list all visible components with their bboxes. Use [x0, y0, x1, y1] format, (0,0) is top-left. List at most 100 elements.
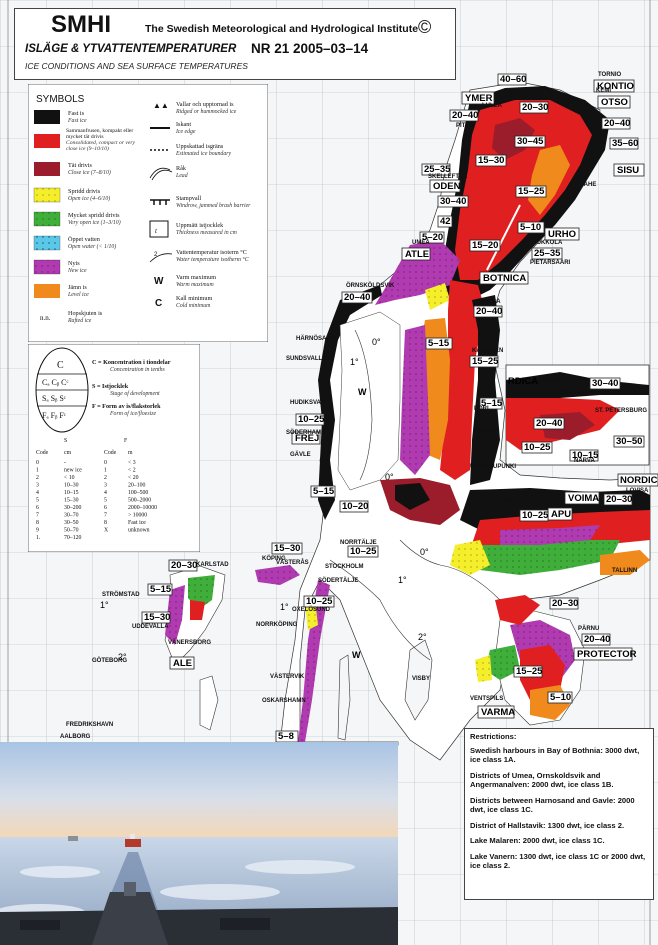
svg-text:URHO: URHO — [548, 229, 576, 240]
code-table-cell: < 2 — [128, 468, 136, 474]
egg-code-oval: C Cₐ Cᵦ Cᶜ Sₐ Sᵦ Sᶜ Fₐ Fᵦ Fᶜ — [35, 347, 89, 433]
svg-text:20–40: 20–40 — [584, 634, 610, 645]
svg-text:HÄRNÖSAND: HÄRNÖSAND — [296, 335, 336, 342]
svg-text:S: S — [64, 438, 67, 444]
code-table-cell: 10–15 — [64, 490, 79, 496]
svg-text:30–40: 30–40 — [592, 378, 618, 389]
code-table-cell: 1 — [104, 468, 107, 474]
svg-text:5–20: 5–20 — [422, 232, 443, 243]
institute-name: The Swedish Meteorological and Hydrologi… — [145, 23, 419, 35]
svg-text:20–40: 20–40 — [344, 292, 370, 303]
code-table-cell: 7 — [104, 513, 107, 519]
svg-text:SISU: SISU — [617, 165, 639, 176]
svg-text:NORRTÄLJE: NORRTÄLJE — [340, 539, 377, 546]
svg-text:Estimated ice boundary: Estimated ice boundary — [175, 151, 231, 157]
green-ice-gulf-finland — [470, 540, 620, 575]
code-table-cell: 1. — [36, 535, 41, 541]
svg-text:ÖRNSKÖLDSVIK: ÖRNSKÖLDSVIK — [346, 282, 395, 289]
svg-text:2: 2 — [154, 252, 158, 258]
svg-text:W: W — [358, 387, 367, 397]
svg-text:15–20: 15–20 — [472, 240, 498, 251]
code-table-cell: 15–30 — [64, 498, 79, 504]
svg-text:Fast ice: Fast ice — [67, 118, 87, 124]
restriction-item: Swedish harbours in Bay of Bothnia: 3000… — [470, 745, 640, 765]
code-table-cell: 9 — [36, 528, 39, 534]
code-table-cell: 1 — [36, 468, 39, 474]
brand-logo-text: SMHI — [51, 11, 111, 38]
code-table-cell: unknown — [128, 528, 150, 534]
svg-text:ODEN: ODEN — [433, 181, 461, 192]
photo-sky — [0, 742, 398, 837]
svg-text:25–35: 25–35 — [534, 248, 561, 259]
svg-text:GÖTEBORG: GÖTEBORG — [92, 657, 127, 664]
svg-text:Öppet vatten: Öppet vatten — [68, 236, 100, 243]
svg-text:20–40: 20–40 — [452, 110, 478, 121]
svg-text:FREDRIKSHAVN: FREDRIKSHAVN — [66, 722, 113, 728]
code-table-cell: < 3 — [128, 460, 136, 466]
svg-text:F = Form av is/flakstorlek: F = Form av is/flakstorlek — [92, 403, 161, 410]
lead-line — [486, 204, 521, 271]
close-ice-bothnia — [492, 118, 535, 160]
code-table-cell: < 10 — [64, 475, 75, 481]
svg-text:20–40: 20–40 — [604, 118, 630, 129]
svg-text:Concentration in tenths: Concentration in tenths — [110, 367, 165, 373]
code-table-cell: 30–70 — [64, 513, 79, 519]
svg-text:Ridged or hummocked ice: Ridged or hummocked ice — [175, 109, 237, 115]
code-table-cell: 10–30 — [64, 483, 79, 489]
svg-text:42: 42 — [440, 216, 451, 227]
svg-text:Form of ice/floesize: Form of ice/floesize — [109, 410, 156, 417]
svg-text:APU: APU — [551, 509, 571, 520]
svg-text:STOCKHOLM: STOCKHOLM — [325, 564, 364, 570]
svg-text:Ice edge: Ice edge — [175, 129, 196, 135]
code-table-cell: 6 — [104, 505, 107, 511]
ridged-ice-icon: ▲▲ — [153, 101, 169, 110]
svg-text:5–10: 5–10 — [550, 692, 571, 703]
svg-text:VÄNERSBORG: VÄNERSBORG — [168, 639, 211, 646]
svg-text:BOTNICA: BOTNICA — [483, 273, 526, 284]
svg-text:OTSO: OTSO — [601, 97, 628, 108]
station-labels: YMER KONTIO OTSO SISU ODEN URHO ATLE BOT… — [169, 79, 658, 719]
code-table-cell: 30–200 — [64, 505, 81, 511]
svg-text:LULEÅ: LULEÅ — [482, 102, 503, 109]
svg-text:m: m — [128, 450, 133, 456]
svg-text:5–15: 5–15 — [481, 398, 503, 409]
svg-text:Open ice (4–6/10): Open ice (4–6/10) — [68, 195, 110, 202]
svg-text:Nyis: Nyis — [68, 260, 80, 267]
title-english: ICE CONDITIONS AND SEA SURFACE TEMPERATU… — [25, 61, 248, 71]
svg-text:SÖDERTÄLJE: SÖDERTÄLJE — [318, 577, 358, 584]
svg-text:15–30: 15–30 — [274, 543, 300, 554]
chart-header: SMHI The Swedish Meteorological and Hydr… — [14, 8, 456, 80]
svg-text:5–15: 5–15 — [428, 338, 450, 349]
svg-text:Stampvall: Stampvall — [176, 195, 201, 202]
restriction-item: Lake Vanern: 1300 dwt, ice class 1C or 2… — [470, 851, 646, 871]
svg-text:VÄSTERVIK: VÄSTERVIK — [270, 673, 305, 680]
photo-bow-deck — [0, 882, 398, 945]
thickness-box-icon — [149, 220, 169, 238]
svg-text:10–25: 10–25 — [524, 442, 551, 453]
code-table-cell: 8 — [36, 520, 39, 526]
inset-title: RDICA — [508, 376, 538, 387]
isotherm-labels: 0° 0° 0° 1° 2° 1° 1° 2° 1° W W — [100, 337, 429, 662]
svg-text:Spridd drivis: Spridd drivis — [68, 188, 101, 195]
svg-text:10–15: 10–15 — [572, 450, 599, 461]
svg-text:0°: 0° — [385, 472, 394, 482]
svg-text:1°: 1° — [398, 575, 407, 585]
svg-text:PORI: PORI — [474, 406, 489, 412]
svg-text:Vattentemperatur isoterm °C: Vattentemperatur isoterm °C — [176, 249, 247, 256]
restriction-item: Districts of Umea, Ornskoldsvik and Ange… — [470, 770, 614, 790]
riga-yellow-ice — [475, 655, 492, 682]
svg-text:Lead: Lead — [175, 173, 188, 179]
svg-text:Water temperature isotherm °C: Water temperature isotherm °C — [176, 256, 249, 263]
svg-text:2°: 2° — [118, 652, 127, 662]
code-table-cell: 4 — [104, 490, 107, 496]
code-table-cell: > 10000 — [128, 513, 147, 519]
code-table-cell: 2000–10000 — [128, 505, 157, 511]
svg-text:25–35: 25–35 — [424, 164, 451, 175]
svg-text:cm: cm — [64, 450, 72, 456]
svg-text:Windrow, jammed brash barrier: Windrow, jammed brash barrier — [176, 203, 251, 209]
code-table-cell: 3 — [36, 483, 39, 489]
symbols-legend: SYMBOLS Fast is Fast ice Sammanfrusen, k… — [28, 84, 268, 342]
legend-line-symbols: ▲▲ Vallar och upptornad is Ridged or hum… — [149, 101, 251, 309]
svg-text:VENTSPILS: VENTSPILS — [470, 696, 503, 702]
